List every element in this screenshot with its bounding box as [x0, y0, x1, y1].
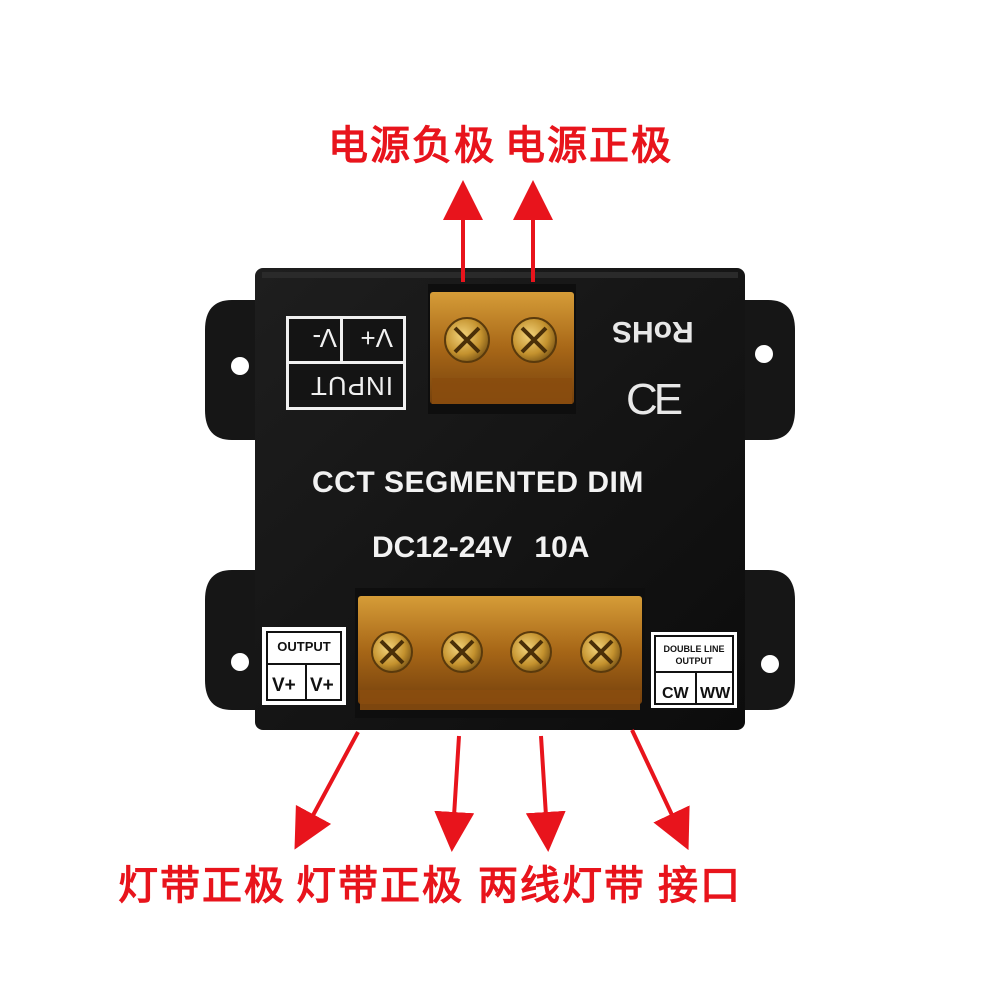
mounting-flange-right [738, 300, 795, 710]
output-vpos-label-2: V+ [310, 675, 334, 696]
label-power-positive: 电源正极 [505, 123, 673, 169]
output-screw-1 [371, 631, 413, 673]
device-title: CCT SEGMENTED DIM [312, 466, 644, 499]
input-label-box: V- V+ INPUT [286, 316, 406, 410]
output-screw-2 [441, 631, 483, 673]
label-strip-positive-1: 灯带正极 [118, 863, 286, 909]
arrow-two-wire-strip [525, 735, 566, 852]
input-screw-pos [511, 317, 557, 363]
ww-label: WW [700, 685, 731, 702]
output-vpos-label-1: V+ [272, 675, 296, 696]
rohs-mark: RoHS [612, 315, 694, 348]
input-screw-neg [444, 317, 490, 363]
double-line-title: DOUBLE LINE [663, 644, 725, 654]
input-title-label: INPUT [310, 371, 393, 401]
arrow-interface [630, 729, 690, 851]
input-terminal-block [428, 284, 576, 414]
label-interface: 接口 [658, 863, 742, 909]
output-terminal-block [355, 588, 645, 718]
mounting-flange-left [205, 300, 262, 710]
arrow-strip-positive-1 [294, 731, 360, 850]
output-label-box: OUTPUT V+ V+ [262, 627, 346, 705]
device-spec: DC12-24V 10A [372, 531, 590, 564]
arrow-strip-positive-2 [434, 735, 475, 852]
cw-label: CW [662, 685, 689, 702]
input-vneg-label: V- [312, 323, 337, 353]
label-power-negative: 电源负极 [328, 123, 496, 169]
output-title-label: OUTPUT [277, 639, 331, 654]
output-screw-3 [510, 631, 552, 673]
double-line-subtitle: OUTPUT [675, 656, 713, 666]
label-strip-positive-2: 灯带正极 [296, 863, 464, 909]
output-screw-4 [580, 631, 622, 673]
ce-mark: CE [626, 375, 683, 424]
annotation-arrows [294, 180, 690, 852]
double-line-output-box: DOUBLE LINE OUTPUT CW WW [651, 632, 737, 708]
label-two-wire-strip: 两线灯带 [478, 863, 646, 909]
input-vpos-label: V+ [360, 323, 393, 353]
